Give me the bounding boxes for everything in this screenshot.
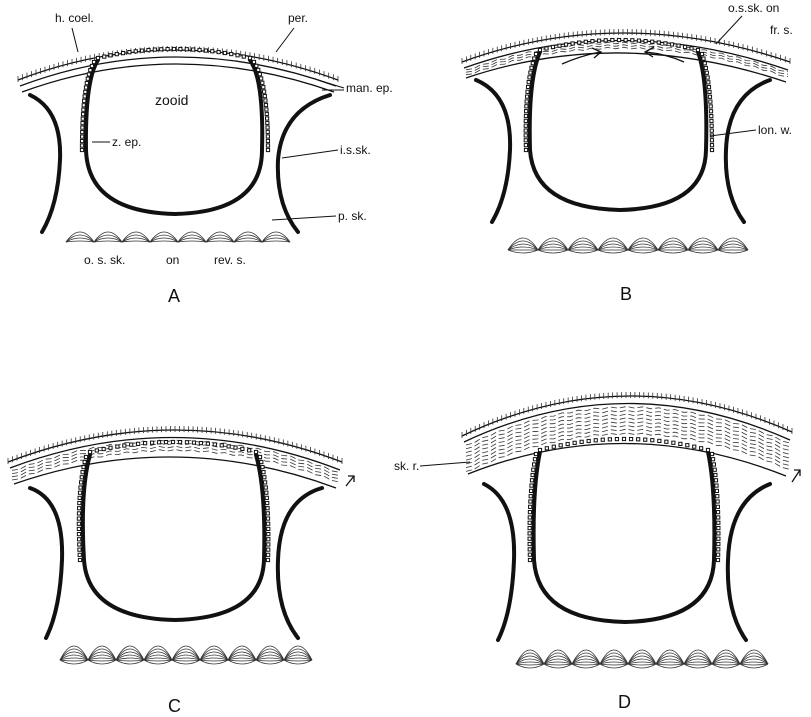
label-rev-s: rev. s.: [214, 253, 246, 267]
periderm-ticks: [8, 426, 342, 464]
label-os-sk-on: o.s.sk. on: [728, 1, 779, 15]
interior-wall-right: [278, 95, 330, 232]
overgrowing-skeleton-humps: [60, 646, 312, 664]
panel-d: sk. r. D: [394, 392, 800, 712]
periderm-arc: [18, 50, 338, 80]
zooid-wall: [530, 52, 707, 210]
label-h-coel: h. coel.: [55, 11, 94, 25]
label-p-sk: p. sk.: [338, 209, 367, 223]
periderm-ticks: [462, 392, 792, 438]
label-is-sk: i.s.sk.: [340, 143, 371, 157]
zooid-epidermis-beads: [77, 440, 270, 561]
label-on: on: [166, 253, 179, 267]
label-fr-s: fr. s.: [770, 23, 793, 37]
skeletal-lamellae: [12, 440, 340, 482]
panel-a: h. coel. per. man. ep. zooid z. ep. i.s.…: [18, 11, 393, 306]
overgrowing-skeleton-humps: [516, 650, 768, 668]
label-sk-r: sk. r.: [394, 459, 419, 473]
zooid-epidermis-beads: [524, 38, 713, 151]
panel-letter-d: D: [618, 692, 631, 712]
panel-b: o.s.sk. on fr. s. lon. w. B: [462, 1, 793, 304]
hypostegal-coelom-inner: [22, 64, 334, 92]
zooid-epidermis-beads: [528, 437, 720, 561]
label-os-sk: o. s. sk.: [84, 253, 125, 267]
panel-letter-c: C: [168, 696, 181, 716]
panel-c: C: [8, 426, 354, 716]
label-per: per.: [288, 11, 308, 25]
panel-letter-b: B: [620, 284, 632, 304]
growth-arrow: [792, 470, 800, 482]
panel-letter-a: A: [168, 286, 180, 306]
overgrowing-skeleton-humps: [508, 238, 748, 253]
label-zooid: zooid: [155, 92, 188, 108]
overgrowing-skeleton-humps: [66, 232, 290, 242]
label-man-ep: man. ep.: [346, 81, 393, 95]
label-lon-w: lon. w.: [758, 123, 792, 137]
interior-wall-left: [30, 95, 60, 232]
growth-arrow: [346, 476, 354, 486]
label-z-ep: z. ep.: [112, 135, 141, 149]
